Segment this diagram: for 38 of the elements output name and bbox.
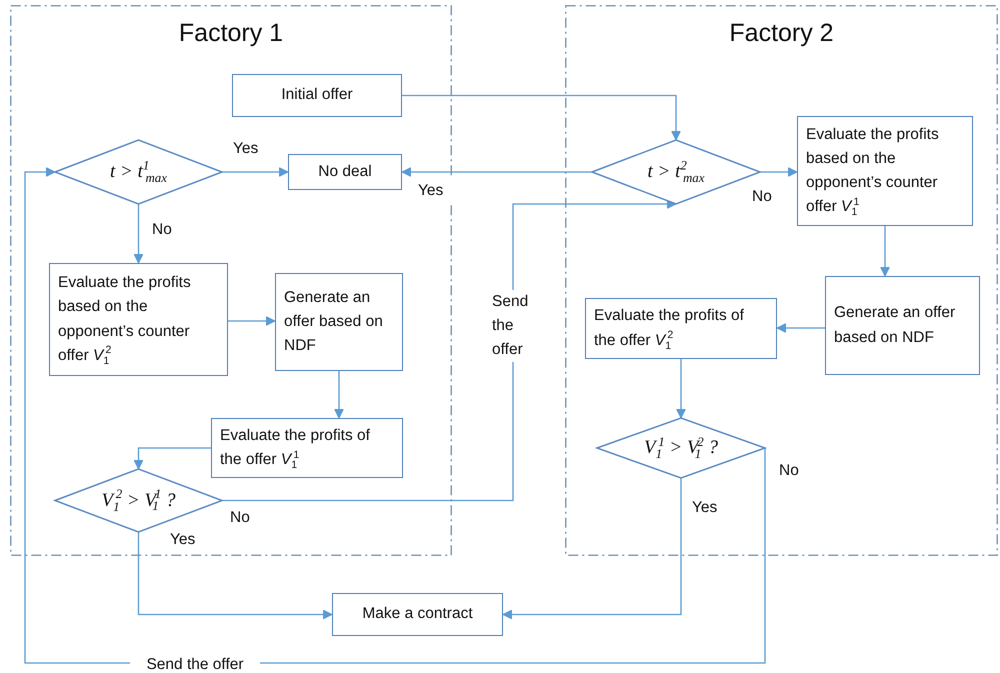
arrow (24, 167, 766, 664)
arrow (402, 167, 592, 177)
step-text: Make a contract (362, 604, 473, 624)
process-box (332, 593, 503, 636)
factory-region (565, 5, 998, 556)
process-box (288, 154, 402, 190)
arrow (402, 94, 681, 140)
arrow (138, 532, 332, 620)
step-text: Generate an offer based on NDF (834, 303, 956, 348)
condition-text: V$_{1}$$^{1}$ > V$_{1}$$^{2}$ ? (644, 437, 718, 459)
arrow (222, 199, 676, 502)
condition-text: V$_{1}$$^{2}$ > V$_{1}$$^{1}$ ? (102, 490, 176, 512)
process-box (211, 418, 403, 478)
arrow (880, 226, 890, 276)
process-box (825, 276, 980, 375)
process-box (232, 74, 402, 117)
arrow (502, 478, 682, 620)
step-text: Initial offer (281, 85, 353, 106)
arrow (134, 447, 211, 470)
region-title: Factory 2 (729, 19, 834, 48)
decision-diamond (597, 418, 765, 478)
arrow (228, 316, 276, 326)
decision-diamond (55, 140, 222, 204)
process-box (49, 263, 228, 376)
step-text: No deal (318, 162, 372, 182)
step-text: Generate an offer based on NDF (284, 288, 384, 356)
arrow (676, 359, 686, 418)
arrow (222, 167, 288, 177)
region-title: Factory 1 (178, 19, 284, 48)
decision-diamond (55, 469, 222, 532)
factory-region (10, 5, 452, 556)
process-box (797, 116, 973, 226)
process-box (585, 298, 777, 359)
arrow (760, 167, 798, 177)
arrow (334, 371, 344, 418)
arrow (134, 204, 144, 264)
arrow (776, 323, 825, 333)
process-box (275, 273, 403, 371)
